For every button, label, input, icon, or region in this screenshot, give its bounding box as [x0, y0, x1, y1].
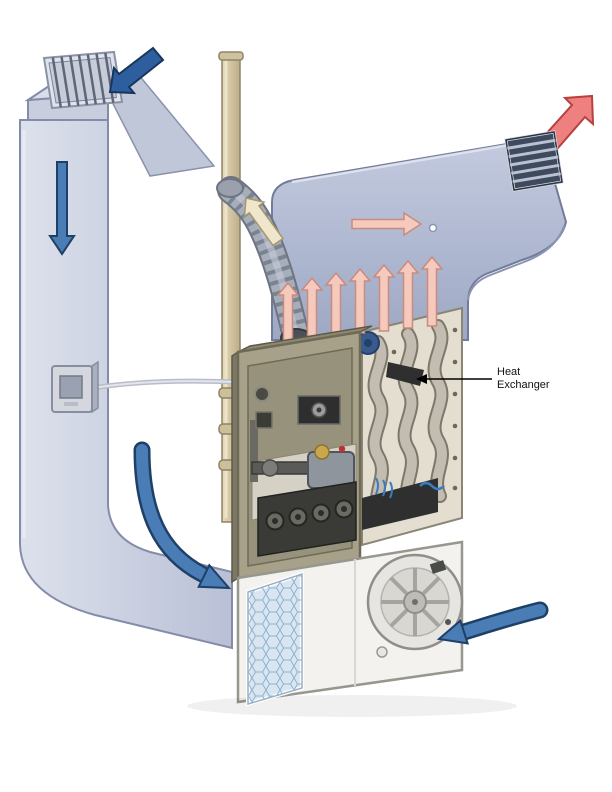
air-filter	[246, 571, 304, 707]
duct-damper-knob	[428, 223, 438, 233]
return-air-elbow-arrow-icon	[133, 441, 232, 590]
blower-fan	[366, 553, 464, 651]
burner-box-base	[362, 478, 438, 530]
heat-exchanger	[356, 306, 463, 547]
condensate-mark	[419, 481, 445, 491]
heat-exchanger-label: Heat Exchanger	[497, 366, 550, 392]
inducer-bracket	[386, 362, 424, 386]
return-grille	[42, 50, 124, 110]
blower-motor-mount	[429, 560, 447, 574]
cool-air-intake-arrow-icon	[108, 46, 165, 95]
warm-air-duct-arrow-icon	[351, 211, 423, 237]
heat-exchanger-pointer	[416, 374, 492, 384]
heat-exchanger-cells	[367, 319, 449, 519]
blower-cabinet	[187, 540, 517, 717]
control-board	[297, 395, 341, 425]
burner-assembly	[257, 481, 357, 557]
register-louvers	[507, 138, 561, 184]
flue-gas-arrow-icon	[243, 197, 285, 247]
cabinet-screw	[376, 646, 388, 658]
return-air-duct	[19, 72, 233, 650]
thermostat	[51, 360, 237, 414]
furnace-cabinet	[231, 325, 393, 584]
grille-louvers	[51, 52, 115, 108]
blower-intake-arrow-icon	[436, 601, 549, 645]
return-air-down-arrow-icon	[48, 161, 76, 256]
sight-glass	[254, 386, 270, 402]
supply-register	[504, 130, 564, 192]
pilot-flame-icon	[375, 477, 393, 499]
gas-valve	[251, 444, 355, 489]
warm-air-rising-arrows	[276, 255, 444, 342]
pressure-switch	[255, 411, 273, 429]
gas-line-vertical	[250, 420, 258, 482]
